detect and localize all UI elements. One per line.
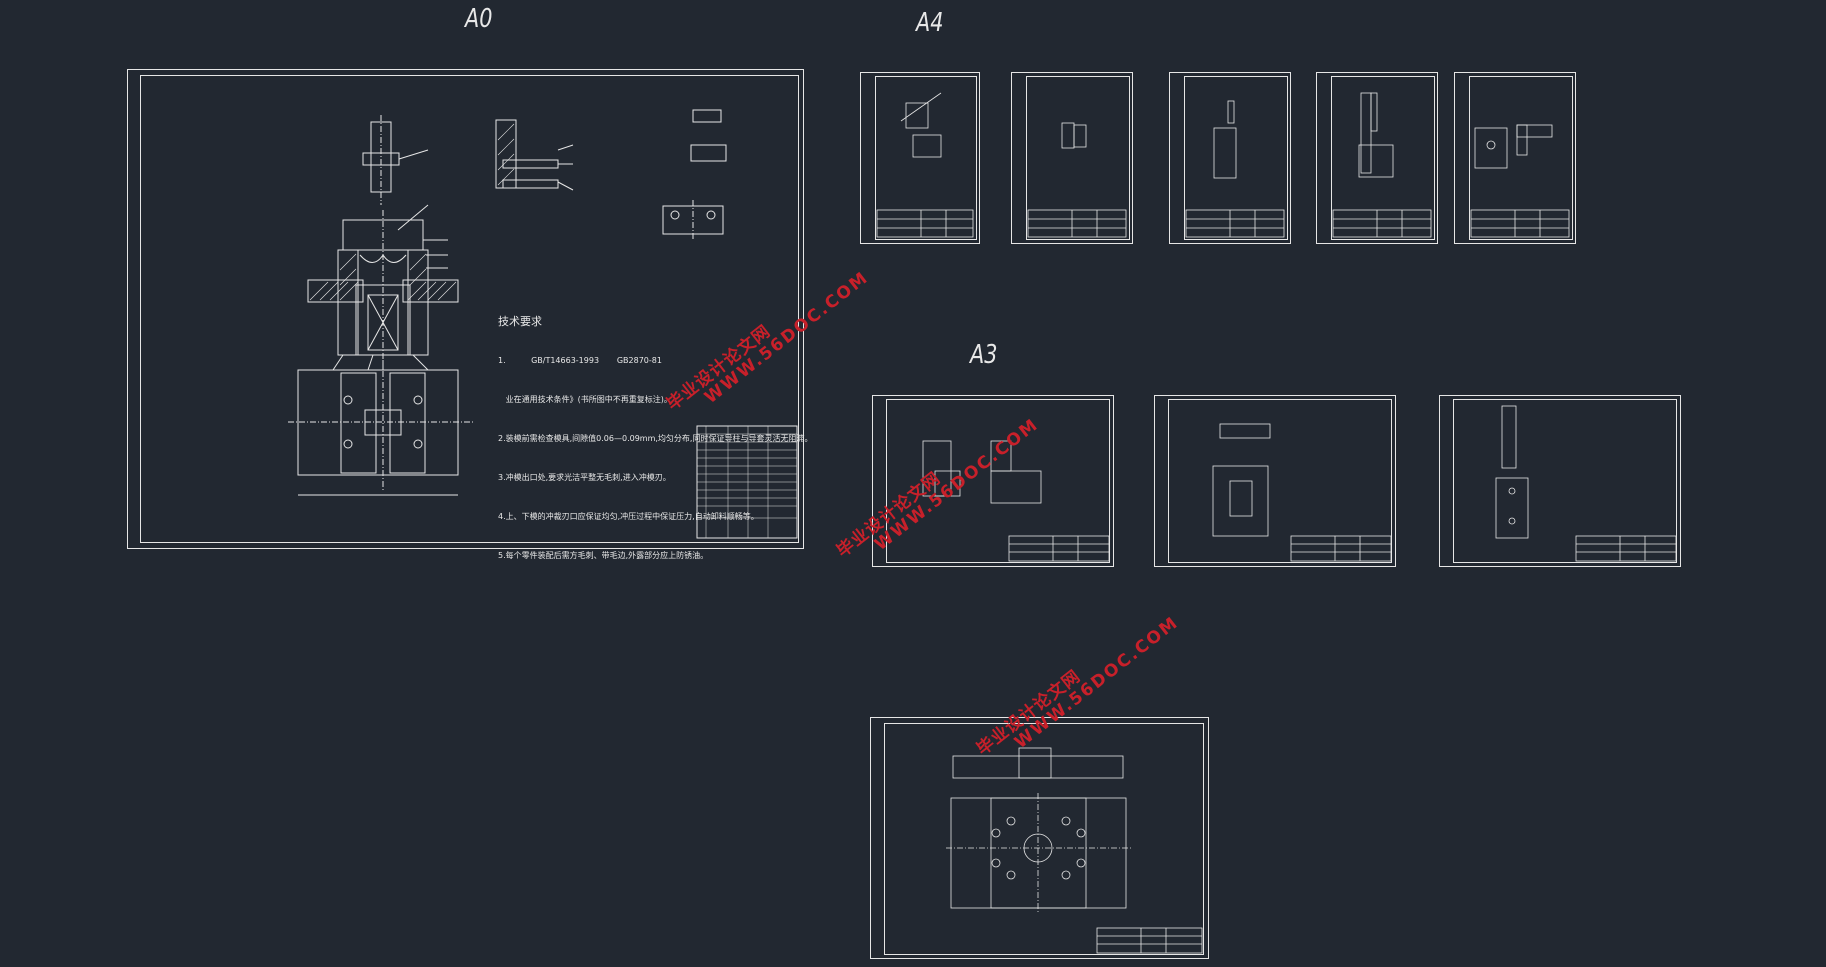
drawing-sheet-a4[interactable]	[1169, 72, 1291, 244]
sheet-size-label-a3: A3	[970, 340, 998, 370]
sheet-border	[875, 76, 977, 240]
drawing-sheet-a4[interactable]	[1316, 72, 1438, 244]
part-drawing	[1332, 92, 1432, 238]
part-drawing	[1212, 423, 1392, 562]
tech-requirement-line: 业在通用技术条件》(书所图中不再重复标注)。	[498, 395, 672, 404]
sheet-border	[1184, 76, 1288, 240]
part-drawing	[1027, 122, 1127, 238]
drawing-sheet-a4[interactable]	[1454, 72, 1576, 244]
drawing-sheet-a0[interactable]: 技术要求 1. GB/T14663-1993 GB2870-81 业在通用技术条…	[127, 69, 812, 560]
tech-requirements-heading: 技术要求	[498, 315, 542, 328]
tech-requirement-line: 4.上、下模的冲裁刃口应保证均匀,冲压过程中保证压力,自动卸料顺畅等。	[498, 512, 759, 521]
sheet-border	[884, 723, 1204, 955]
sheet-border	[1469, 76, 1573, 240]
sheet-border	[1453, 399, 1677, 563]
part-drawing	[876, 92, 974, 238]
drawing-sheet-a3[interactable]	[1154, 395, 1396, 567]
sheet-border	[1168, 399, 1392, 563]
tech-requirement-line: 2.装模前需检查模具,间隙值0.06—0.09mm,均匀分布,同时保证导柱与导套…	[498, 434, 813, 443]
part-drawing	[1470, 124, 1570, 238]
tech-requirement-line: 1. GB/T14663-1993 GB2870-81	[498, 356, 685, 365]
tech-requirement-line: 3.冲模出口处,要求光洁平整无毛刺,进入冲模刃。	[498, 473, 671, 482]
sheet-border	[1331, 76, 1435, 240]
part-drawing	[1185, 100, 1285, 238]
sheet-border	[886, 399, 1110, 563]
drawing-sheet-a4[interactable]	[1011, 72, 1133, 244]
sheet-border	[1026, 76, 1130, 240]
assembly-drawing	[288, 109, 798, 539]
drawing-sheet-a3-bottom[interactable]	[870, 717, 1209, 959]
part-drawing	[946, 747, 1203, 954]
drawing-sheet-a4[interactable]	[860, 72, 980, 244]
drawing-sheet-a3[interactable]	[1439, 395, 1681, 567]
part-drawing	[1495, 405, 1677, 562]
sheet-border	[140, 75, 799, 543]
drawing-sheet-a3[interactable]	[872, 395, 1114, 567]
part-drawing	[922, 440, 1110, 562]
sheet-size-label-a0: A0	[465, 4, 493, 34]
sheet-size-label-a4: A4	[916, 8, 944, 38]
tech-requirement-line: 5.每个零件装配后需方毛刺、带毛边,外露部分应上防锈油。	[498, 551, 709, 560]
technical-requirements: 技术要求 1. GB/T14663-1993 GB2870-81 业在通用技术条…	[498, 289, 812, 588]
